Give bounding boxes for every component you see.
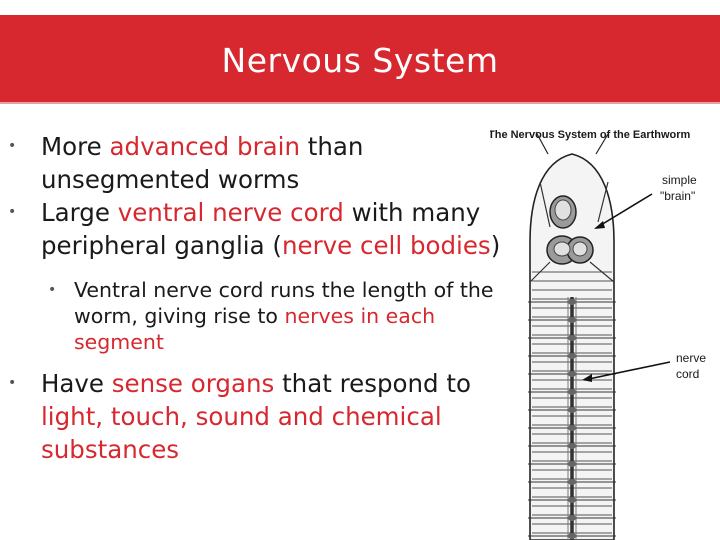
simple-brain (529, 131, 615, 283)
bullet-2: • Large ventral nerve cord with many per… (8, 196, 502, 262)
bullet-dot: • (8, 375, 17, 391)
bullet-1-highlight: advanced brain (109, 132, 300, 161)
bullet-1: • More advanced brain than unsegmented w… (8, 130, 502, 196)
label-cord: cord (676, 367, 699, 381)
ganglion (568, 371, 576, 377)
sub-bullet-text: Ventral nerve cord runs the length of th… (74, 278, 494, 328)
ganglion (568, 407, 576, 413)
ganglion (568, 299, 576, 305)
label-nerve: nerve (676, 351, 706, 365)
bullet-2-highlight-2: nerve cell bodies (281, 231, 491, 260)
sub-bullet-1: • Ventral nerve cord runs the length of … (12, 277, 502, 355)
ganglion (568, 461, 576, 467)
ganglion (568, 317, 576, 323)
bullet-2-text-mid: with many peripheral ganglia ( (41, 198, 481, 260)
bullet-3-text-mid: that respond to (274, 369, 471, 398)
bullet-1-text: More (41, 132, 110, 161)
earthworm-nervous-system-diagram: The Nervous System of the Earthworm simp… (490, 129, 706, 540)
ganglion (568, 335, 576, 341)
bullet-2-highlight: ventral nerve cord (117, 198, 344, 227)
bullet-list: • More advanced brain than unsegmented w… (8, 130, 502, 466)
ganglion (568, 479, 576, 485)
bullet-dot: • (48, 282, 57, 298)
bullet-dot: • (8, 138, 17, 154)
label-brain: "brain" (660, 189, 695, 203)
title-bar: Nervous System (0, 15, 720, 104)
ganglion (568, 515, 576, 521)
sub-bullet-highlight: nerves in each segment (74, 304, 436, 354)
bullet-1-text-end: than unsegmented worms (41, 132, 364, 194)
label-simple: simple (662, 173, 697, 187)
bullet-dot: • (8, 204, 17, 220)
bullet-2-text: Large (41, 198, 118, 227)
ganglion (568, 443, 576, 449)
bullet-3-highlight: sense organs (111, 369, 275, 398)
ganglion (568, 533, 576, 539)
ganglion (568, 425, 576, 431)
brain-pointer-arrow (594, 193, 653, 229)
diagram-title: The Nervous System of the Earthworm (490, 129, 691, 141)
bullet-3-text: Have (41, 369, 112, 398)
ganglion (568, 389, 576, 395)
ganglion (568, 497, 576, 503)
ganglion (568, 353, 576, 359)
bullet-2-text-end: ) (490, 231, 501, 260)
slide-title: Nervous System (221, 41, 499, 80)
cord-pointer-arrow (582, 361, 671, 382)
bullet-3-highlight-2: light, touch, sound and chemical substan… (41, 402, 442, 464)
bullet-3: • Have sense organs that respond to ligh… (8, 367, 502, 466)
